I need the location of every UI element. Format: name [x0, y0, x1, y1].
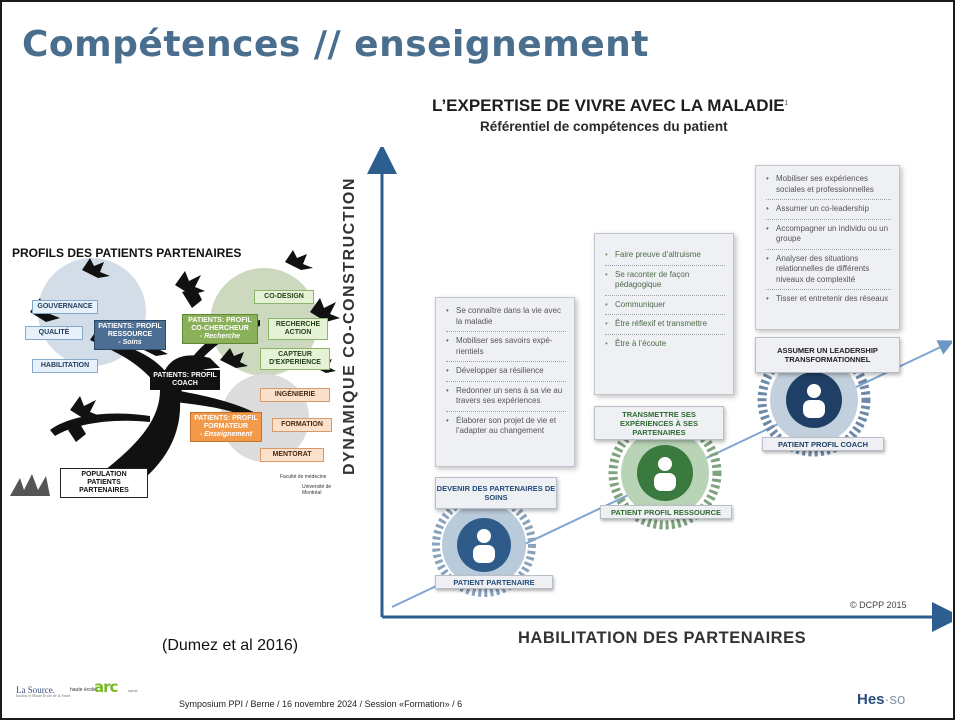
- copyright: © DCPP 2015: [850, 600, 907, 610]
- hes-main: Hes: [857, 691, 885, 708]
- lasource-sub: Institut et Haute École de la Santé: [16, 693, 71, 698]
- card-partenaire-competencies: Se connaître dans la vie avec la maladie…: [435, 297, 575, 467]
- competency-item: Assumer un co-leadership: [766, 200, 891, 220]
- label-profil-cochercheur: PATIENTS: PROFIL CO-CHERCHEUR - Recherch…: [182, 314, 258, 344]
- label-qualite: QUALITÉ: [25, 326, 83, 340]
- badge-patient-partenaire: [432, 493, 536, 597]
- label-habilitation: HABILITATION: [32, 359, 98, 373]
- label-ingenierie: INGÉNIERIE: [260, 388, 330, 402]
- competency-item: Accompagner un individu ou un groupe: [766, 220, 891, 250]
- competency-item: Tisser et entretenir des réseaux: [766, 290, 891, 309]
- stage-transmettre: TRANSMETTRE SES EXPÉRIENCES À SES PARTEN…: [594, 406, 724, 440]
- label-profil-coach: PATIENTS: PROFIL COACH: [150, 370, 220, 390]
- label-gouvernance: GOUVERNANCE: [32, 300, 98, 314]
- badge-profil-coach: [757, 343, 871, 457]
- arc-logo: haute école arc santé: [70, 680, 138, 695]
- label-mentorat: MENTORAT: [260, 448, 324, 462]
- partner-profiles-tree: PROFILS DES PATIENTS PARTENAIRES: [10, 240, 350, 498]
- label-population: POPULATION PATIENTS PARTENAIRES: [60, 468, 148, 498]
- competency-item: Communiquer: [605, 296, 725, 315]
- citation: (Dumez et al 2016): [162, 637, 299, 654]
- figure-title-text: L’EXPERTISE DE VIVRE AVEC LA MALADIE: [432, 96, 785, 115]
- label-profil-ressource: PATIENTS: PROFIL RESSOURCE - Soins: [94, 320, 166, 350]
- competency-item: Se raconter de façon pédagogique: [605, 266, 725, 296]
- label-formation: FORMATION: [272, 418, 332, 432]
- footer-text: Symposium PPI / Berne / 16 novembre 2024…: [179, 699, 463, 709]
- profil-cochercheur-sub: - Recherche: [199, 333, 241, 340]
- competency-item: Faire preuve d’altruisme: [605, 246, 725, 266]
- competency-item: Être réflexif et transmettre: [605, 315, 725, 335]
- figure-subtitle: Référentiel de compétences du patient: [480, 119, 728, 134]
- card-coach-competencies: Mobiliser ses expériences sociales et pr…: [755, 165, 900, 330]
- label-profil-formateur: PATIENTS: PROFIL FORMATEUR - Enseignemen…: [190, 412, 262, 442]
- x-axis-label: HABILITATION DES PARTENAIRES: [518, 629, 807, 647]
- profil-formateur-title: PATIENTS: PROFIL FORMATEUR: [194, 415, 258, 430]
- competency-item: Mobiliser ses expériences sociales et pr…: [766, 170, 891, 200]
- profile-patient-coach: PATIENT PROFIL COACH: [762, 437, 884, 451]
- lasource-name: La Source.: [16, 685, 55, 695]
- competency-item: Se connaître dans la vie avec la maladie: [446, 302, 566, 332]
- label-capteur: CAPTEUR D'EXPERIENCE: [260, 348, 330, 370]
- label-recherche-action: RECHERCHE ACTION: [268, 318, 328, 340]
- competency-item: Élaborer son projet de vie et l’adapter …: [446, 412, 566, 441]
- grass: [10, 474, 50, 496]
- card-ressource-competencies: Faire preuve d’altruisme Se raconter de …: [594, 233, 734, 395]
- stage-leadership: ASSUMER UN LEADERSHIP TRANSFORMATIONNEL: [755, 337, 900, 373]
- slide-title: Compétences // enseignement: [22, 24, 649, 65]
- profil-formateur-sub: - Enseignement: [199, 431, 253, 438]
- competency-item: Redonner un sens à sa vie au travers ses…: [446, 382, 566, 412]
- lasource-logo: La Source. Institut et Haute École de la…: [16, 686, 70, 698]
- competency-item: Mobiliser ses savoirs expé-rientiels: [446, 332, 566, 362]
- stage-devenir-partenaires: DEVENIR DES PARTENAIRES DE SOINS: [435, 477, 557, 509]
- competency-chart: DYNAMIQUE CO-CONSTRUCTION HABILITATION D…: [341, 147, 952, 652]
- arc-sub: santé: [128, 688, 138, 693]
- tree-branch-low: [50, 413, 150, 436]
- hes-so-logo: Hes·so: [857, 691, 905, 708]
- arc-name: arc: [94, 678, 118, 696]
- profile-patient-ressource: PATIENT PROFIL RESSOURCE: [600, 505, 732, 519]
- tree-trunk: [70, 355, 220, 496]
- competency-item: Analyser des situations relationnelles d…: [766, 250, 891, 290]
- profile-badges: [432, 343, 871, 597]
- profil-ressource-title: PATIENTS: PROFIL RESSOURCE: [98, 323, 162, 338]
- figure-title: L’EXPERTISE DE VIVRE AVEC LA MALADIE1: [432, 96, 788, 116]
- footer: La Source. Institut et Haute École de la…: [2, 680, 953, 718]
- universite-logo: Université de Montréal: [302, 484, 332, 496]
- arc-prefix: haute école: [70, 687, 96, 693]
- y-axis-label: DYNAMIQUE CO-CONSTRUCTION: [341, 177, 358, 475]
- profile-patient-partenaire: PATIENT PARTENAIRE: [435, 575, 553, 589]
- competency-item: Être à l’écoute: [605, 335, 725, 354]
- profil-ressource-sub: - Soins: [118, 339, 142, 346]
- badge-profil-ressource: [608, 416, 722, 530]
- figure-title-footnote: 1: [784, 100, 788, 107]
- hes-suffix: ·so: [884, 691, 906, 708]
- competency-item: Développer sa résilience: [446, 362, 566, 382]
- faculte-mark: Faculté de médecine: [280, 474, 327, 480]
- tree-heading: PROFILS DES PATIENTS PARTENAIRES: [12, 246, 242, 260]
- profil-cochercheur-title: PATIENTS: PROFIL CO-CHERCHEUR: [188, 317, 252, 332]
- label-codesign: CO-DESIGN: [254, 290, 314, 304]
